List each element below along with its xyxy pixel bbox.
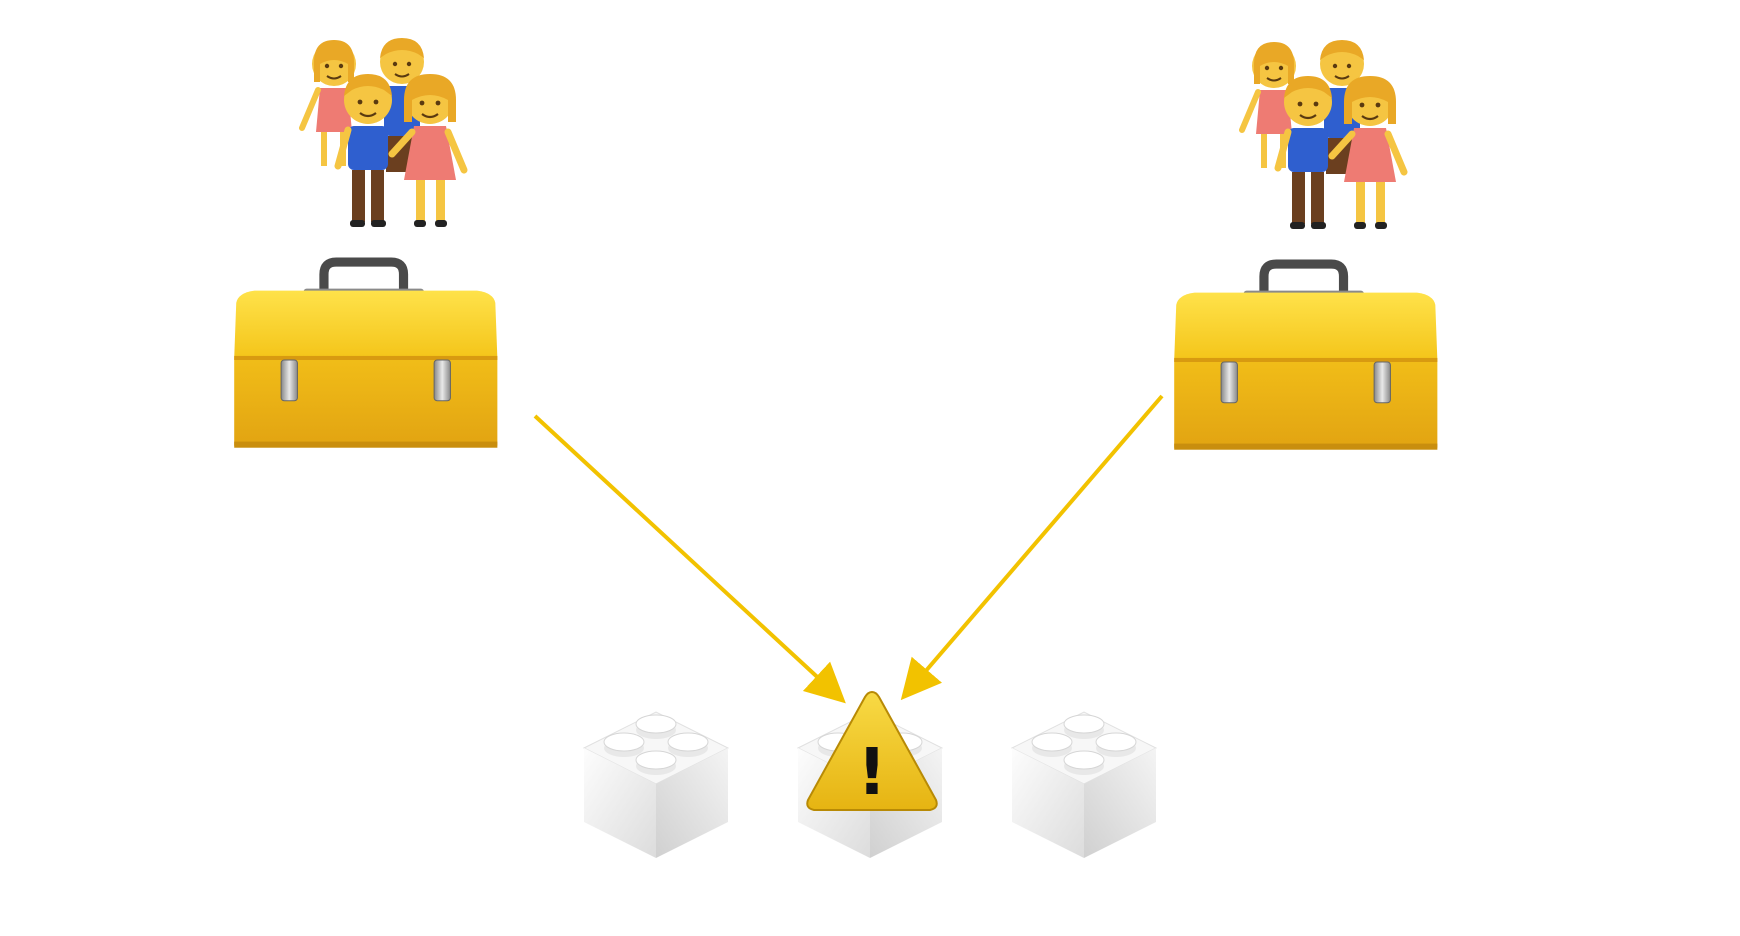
- module-3: [1010, 706, 1160, 862]
- warning-exclamation: !: [857, 736, 886, 810]
- module-1: [582, 706, 732, 862]
- arrow-left-to-warning-module: [533, 414, 846, 704]
- toolbox-icon: [224, 254, 514, 462]
- family-icon: [1236, 38, 1416, 234]
- family-icon: [296, 36, 476, 232]
- left-toolbox: [224, 254, 514, 462]
- lego-brick-icon: [583, 711, 729, 859]
- right-toolbox: [1164, 256, 1454, 464]
- left-family: [296, 36, 476, 232]
- warning-triangle-icon: !: [806, 690, 938, 811]
- right-family: [1236, 38, 1416, 234]
- toolbox-icon: [1164, 256, 1454, 464]
- arrow-right-to-warning-module: [900, 394, 1164, 701]
- lego-brick-icon: [1011, 711, 1157, 859]
- warning-badge: !: [802, 686, 942, 818]
